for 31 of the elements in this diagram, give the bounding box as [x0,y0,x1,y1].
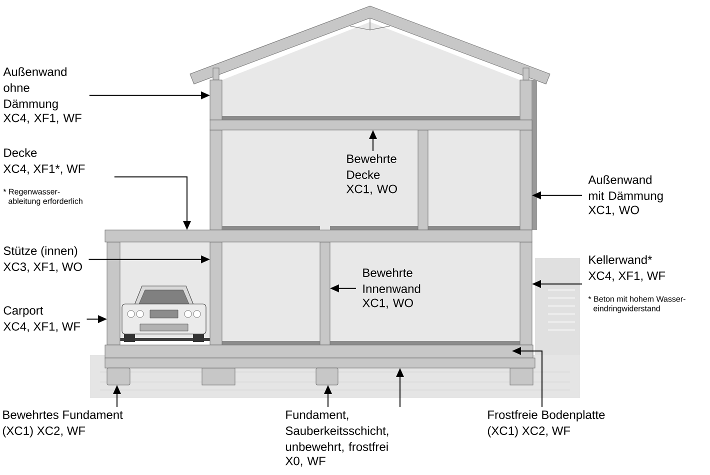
leader-arrow [88,255,210,264]
callout-label: Kellerwand* XC4, XF1, WF * Beton mit hohem Wasser- eindringwiderstand [588,255,686,313]
leader-arrow [324,385,332,408]
leader-arrow [532,191,582,200]
callout-label: Carport XC4, XF1, WF [3,306,80,332]
callout-label: Außenwand mit Dämmung XC1, WO [588,175,663,216]
leader-arrow [114,176,191,230]
leader-arrow [86,315,107,324]
concrete-member [210,242,222,346]
concrete-member [520,130,532,230]
leader-arrow [532,280,582,288]
leader-arrow [396,368,404,408]
callout-label: Bewehrtes Fundament (XC1) XC2, WF [2,410,123,438]
leader-arrow [113,385,121,408]
callout-label: Frostfreie Bodenplatte (XC1) XC2, WF [488,410,605,438]
leader-arrow [330,284,356,292]
callout-label: Bewehrte Decke XC1, WO [346,154,397,195]
leader-arrow [88,91,210,100]
concrete-member [418,130,428,230]
leader-arrow [369,130,377,152]
concrete-member [320,242,330,346]
leader-arrow [512,347,542,408]
callout-label: Bewehrte Innenwand XC1, WO [362,268,420,309]
callout-label: Außenwand ohne Dämmung XC4, XF1, WF [3,67,82,124]
callout-label: Fundament, Sauberkeitsschicht, unbewehrt, frostfrei X0, WF [285,410,388,467]
callout-label: Decke XC4, XF1*, WF * Regenwasser- ableitung erforderlich [3,148,85,206]
concrete-member [520,242,532,346]
callout-label: Stütze (innen) XC3, XF1, WO [3,246,82,272]
concrete-member [106,242,120,346]
footing [106,368,130,386]
footing [316,368,338,386]
